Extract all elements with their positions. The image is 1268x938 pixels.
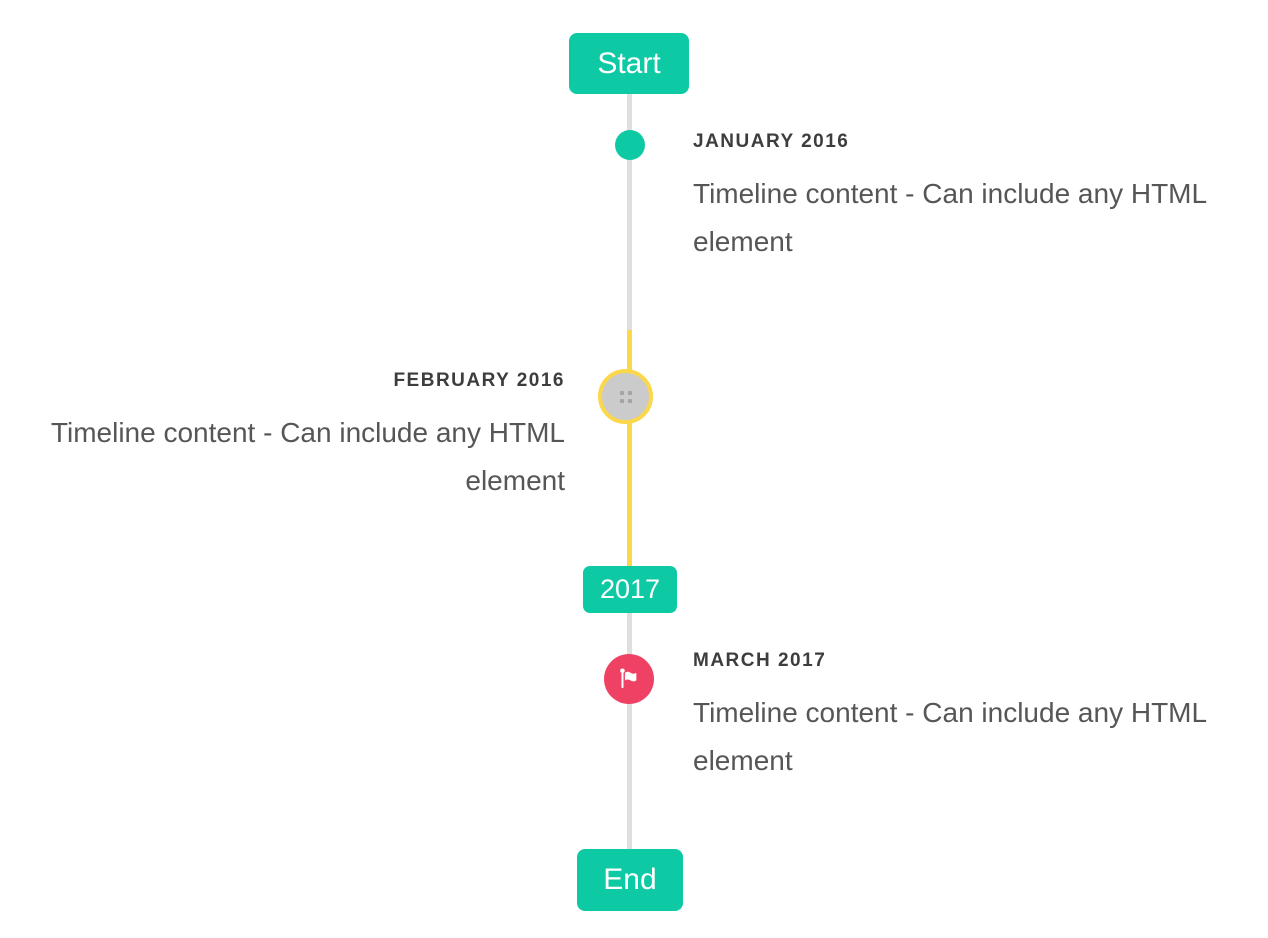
february-marker-image[interactable] <box>598 369 653 424</box>
timeline-entry-march: MARCH 2017 Timeline content - Can includ… <box>693 650 1253 785</box>
entry-body: Timeline content - Can include any HTML … <box>693 697 1207 776</box>
january-marker-dot[interactable] <box>615 130 645 160</box>
end-button[interactable]: End <box>577 849 683 911</box>
year-badge[interactable]: 2017 <box>583 566 677 613</box>
entry-title: MARCH 2017 <box>693 650 827 671</box>
start-button[interactable]: Start <box>569 33 689 94</box>
timeline-entry-february: FEBRUARY 2016 Timeline content - Can inc… <box>0 370 565 505</box>
broken-image-icon <box>619 390 632 403</box>
march-marker-flag[interactable] <box>604 654 654 704</box>
entry-title: FEBRUARY 2016 <box>393 370 565 391</box>
timeline-line-highlight <box>627 330 632 566</box>
entry-title: JANUARY 2016 <box>693 131 850 152</box>
entry-body: Timeline content - Can include any HTML … <box>693 178 1207 257</box>
flag-icon <box>616 666 643 693</box>
entry-body: Timeline content - Can include any HTML … <box>50 417 565 496</box>
timeline-entry-january: JANUARY 2016 Timeline content - Can incl… <box>693 131 1253 266</box>
